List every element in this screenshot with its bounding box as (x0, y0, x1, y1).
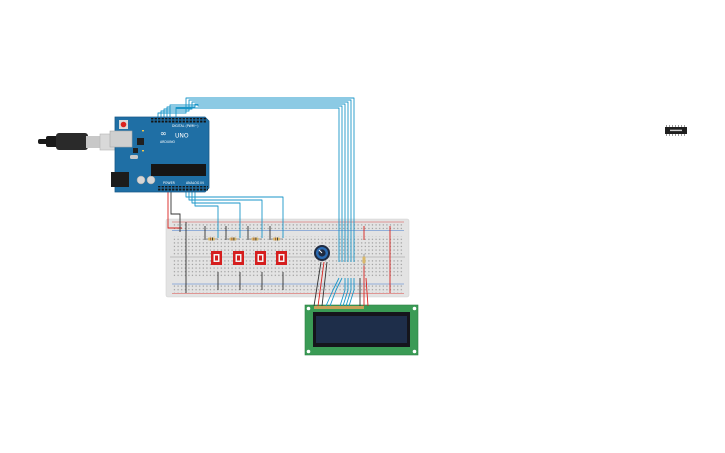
lcd-screen (316, 316, 407, 343)
potentiometer-knob-icon[interactable] (314, 245, 330, 261)
bottom-power-rail[interactable] (172, 285, 404, 293)
led-icon (142, 150, 144, 152)
atmega-chip (151, 164, 206, 176)
pull-down-resistors[interactable] (205, 237, 366, 267)
arduino-model-label: UNO (175, 133, 189, 140)
push-buttons[interactable] (211, 251, 287, 265)
resistor-2 (226, 237, 240, 241)
arduino-uno-board[interactable]: ∞ UNO ARDUINO DIGITAL (PWM~) POWER ANALO… (109, 116, 210, 193)
lcd-pin-header (314, 306, 364, 309)
crystal-icon (130, 155, 138, 159)
mount-hole-icon (306, 349, 311, 354)
digital-pins-label: DIGITAL (PWM~) (172, 124, 198, 128)
lcd-16x2-module[interactable] (304, 304, 419, 356)
resistor-3 (248, 237, 262, 241)
barrel-jack-icon[interactable] (111, 172, 129, 187)
power-analog-header[interactable] (158, 186, 208, 191)
mount-hole-icon (306, 306, 311, 311)
top-power-rail[interactable] (172, 222, 404, 230)
arduino-brand-label: ARDUINO (160, 140, 176, 144)
power-pins-label: POWER (163, 181, 176, 185)
arduino-logo-icon: ∞ (160, 129, 167, 138)
push-button-2[interactable] (233, 251, 244, 265)
terminal-strip-top[interactable] (172, 236, 404, 255)
push-button-4[interactable] (276, 251, 287, 265)
usb-chip (137, 138, 144, 145)
resistor-backlight (362, 254, 366, 266)
mount-hole-icon (412, 349, 417, 354)
analog-pins-label: ANALOG IN (186, 181, 204, 185)
terminal-strip-bottom[interactable] (172, 259, 404, 278)
push-button-1[interactable] (211, 251, 222, 265)
button-wires[interactable] (185, 190, 284, 238)
resistor-1 (205, 237, 218, 241)
led-icon (142, 130, 144, 132)
mount-hole-icon (412, 306, 417, 311)
ic-chip[interactable] (665, 125, 687, 136)
capacitor-icon (146, 175, 156, 185)
breadboard[interactable] (165, 218, 410, 298)
digital-header[interactable] (150, 118, 206, 123)
power-wires[interactable] (167, 190, 391, 307)
resistor-4 (270, 237, 283, 241)
lcd-data-wires[interactable] (157, 97, 355, 307)
capacitor-icon (136, 175, 146, 185)
usb-port[interactable] (109, 130, 133, 148)
push-button-3[interactable] (255, 251, 266, 265)
